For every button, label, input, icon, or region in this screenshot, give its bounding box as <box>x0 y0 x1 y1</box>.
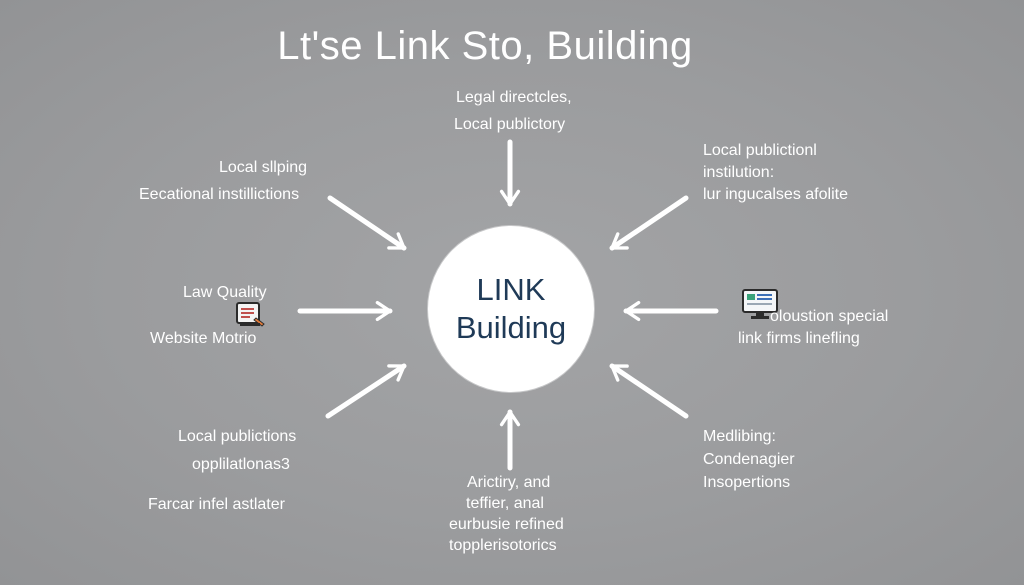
label-line: Medlibing: <box>703 428 776 445</box>
label-line: Eecational instillictions <box>139 186 300 203</box>
document-icon <box>236 302 265 327</box>
label-line: instilution: <box>703 164 775 181</box>
label-line: Local publictions <box>178 428 297 445</box>
label-line: opplilatlonas3 <box>192 456 290 473</box>
arrow-top-left <box>327 195 407 251</box>
label-line: teffier, anal <box>466 495 544 512</box>
center-label-line2: Building <box>455 310 567 345</box>
diagram-title: Lt'se Link Sto, Building <box>277 24 693 68</box>
label-line: Arictiry, and <box>467 474 551 491</box>
label-line: Local publictionl <box>703 142 817 159</box>
arrow-top-right <box>609 195 689 251</box>
label-line: eurbusie refined <box>449 516 564 533</box>
label-line: Insopertions <box>703 474 791 491</box>
label-line: Website Motrio <box>150 330 257 347</box>
center-node: LINK Building <box>428 226 594 392</box>
arrow-bottom-right <box>609 363 689 419</box>
label-line: Local sllping <box>219 159 308 176</box>
monitor-icon <box>742 289 778 319</box>
arrow-bottom-left <box>325 363 407 419</box>
center-label-line1: LINK <box>476 272 546 307</box>
label-line: Legal directcles, <box>456 89 572 106</box>
label-line: topplerisotorics <box>449 537 557 554</box>
label-line: Local publictory <box>454 116 566 133</box>
label-line: link firms linefling <box>738 330 860 347</box>
label-line: Condenagier <box>703 451 795 468</box>
label-line: lur ingucalses afolite <box>703 186 848 203</box>
label-line: Farcar infel astlater <box>148 496 285 513</box>
label-line: oloustion special <box>770 308 889 325</box>
label-line: Law Quality <box>183 284 267 301</box>
